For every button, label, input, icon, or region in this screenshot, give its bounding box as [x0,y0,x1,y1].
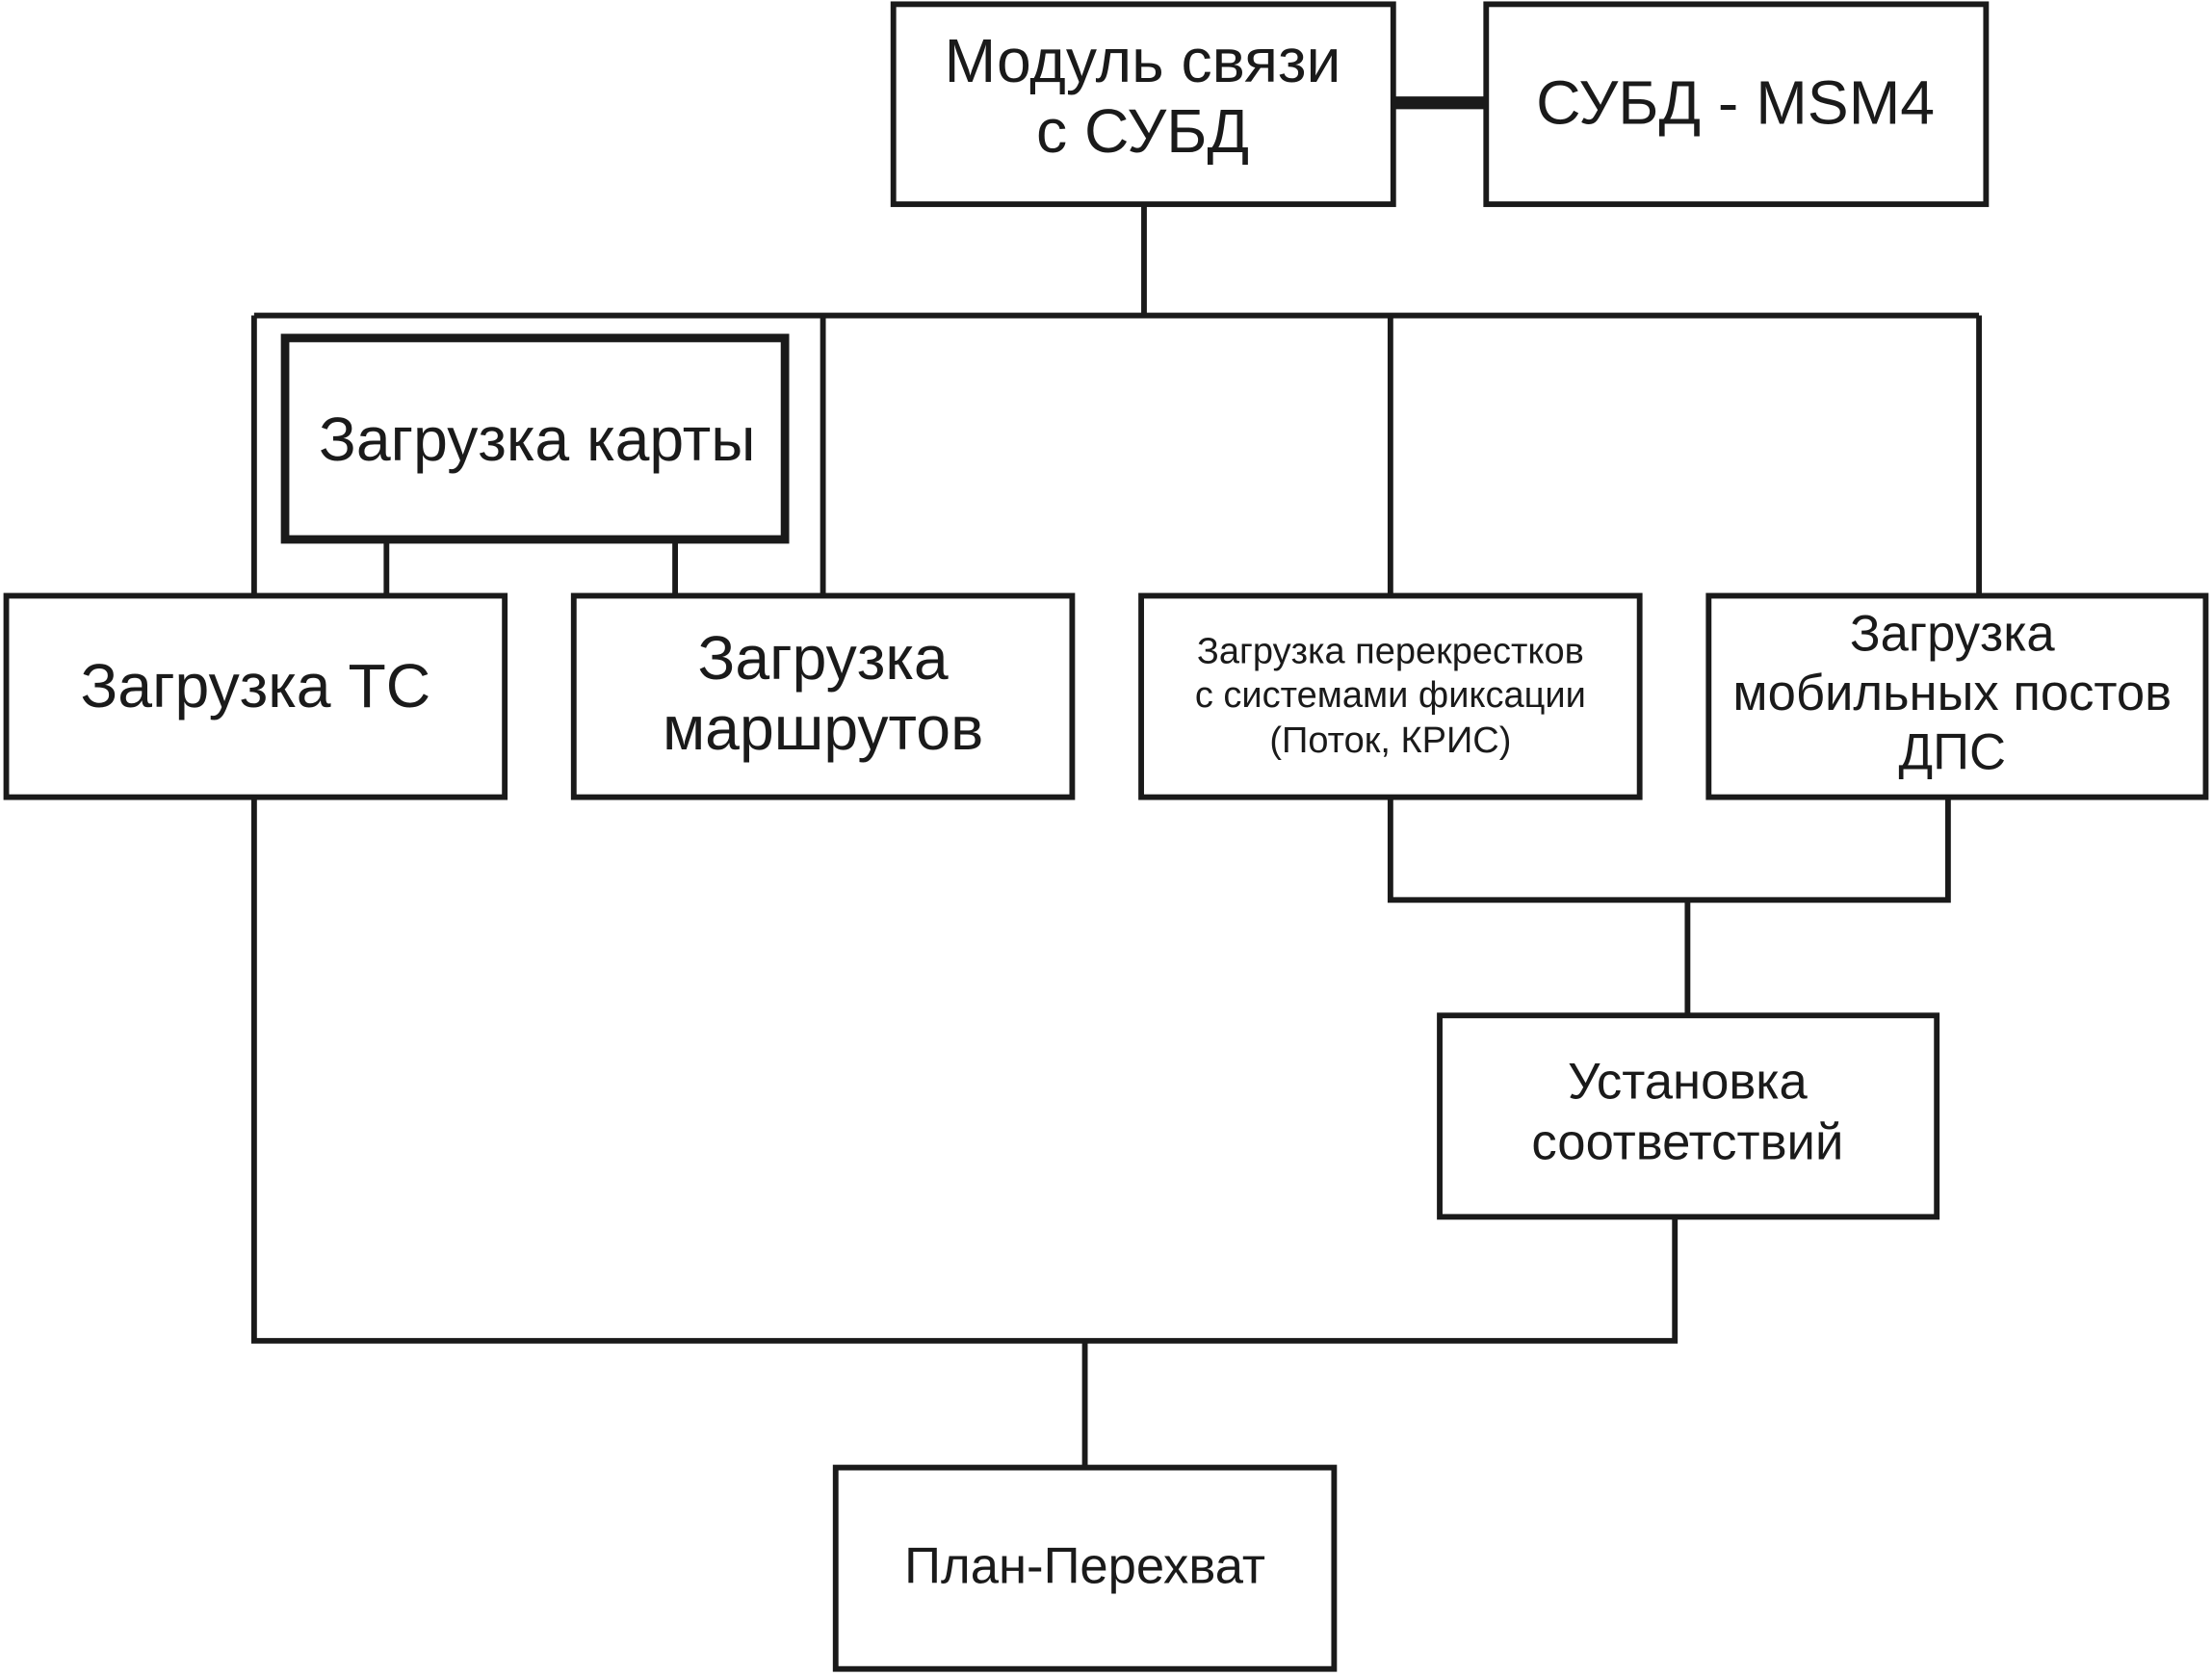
connector [250,797,1679,1344]
node-label: СУБД - MSM4 [1536,68,1935,138]
connector [1387,797,1951,903]
node-map-load: Загрузка карты [280,333,790,544]
node-label: мобильных постов [1732,665,2172,721]
node-label: Загрузка [1850,606,2056,663]
node-label: ДПС [1899,723,2006,780]
node-mobile-posts-load: Загрузка мобильных постов ДПС [1705,592,2209,800]
node-routes-load: Загрузка маршрутов [570,592,1076,800]
node-vehicle-load: Загрузка ТС [3,592,508,800]
node-label: Загрузка перекрестков [1197,632,1584,672]
node-label: Модуль связи [945,26,1341,95]
node-label: Загрузка [698,623,949,693]
node-label: с СУБД [1036,96,1249,166]
node-label: соответствий [1531,1113,1843,1170]
node-intersections-load: Загрузка перекрестков с системами фиксац… [1138,592,1643,800]
node-label: Загрузка ТС [80,651,430,720]
connectors [250,96,1982,1468]
node-label: (Поток, КРИС) [1269,720,1511,761]
node-comm-module: Модуль связи с СУБД [890,1,1396,207]
node-label: маршрутов [663,694,983,763]
node-label: План-Перехват [904,1537,1265,1594]
node-plan: План-Перехват [832,1464,1338,1672]
node-label: Загрузка карты [319,405,755,474]
node-mapping: Установка соответствий [1437,1012,1940,1220]
node-label: Установка [1568,1054,1808,1111]
node-label: с системами фиксации [1195,675,1586,716]
node-dbms: СУБД - MSM4 [1483,1,1990,207]
